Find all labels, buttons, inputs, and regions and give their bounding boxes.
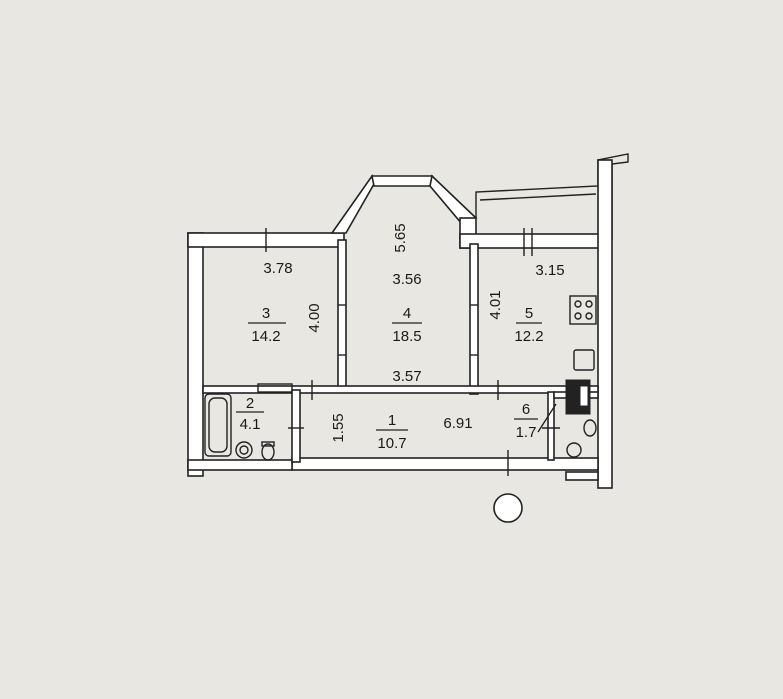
room1-area: 10.7 bbox=[377, 435, 406, 452]
stove-icon bbox=[569, 295, 597, 325]
room5-width-label: 3.15 bbox=[535, 262, 564, 279]
room2-number: 2 bbox=[246, 395, 254, 412]
room3-number: 3 bbox=[262, 305, 270, 322]
fridge-icon bbox=[565, 379, 591, 415]
room3-width-label: 3.78 bbox=[263, 260, 292, 277]
bathtub-icon bbox=[204, 393, 232, 457]
interior-walls bbox=[202, 239, 599, 463]
room3-area: 14.2 bbox=[251, 328, 280, 345]
sink-icon bbox=[235, 441, 253, 459]
room6-area: 1.7 bbox=[516, 424, 537, 441]
toilet-icon bbox=[261, 441, 275, 461]
room4-area: 18.5 bbox=[392, 328, 421, 345]
room1-number: 1 bbox=[388, 412, 396, 429]
room6-number: 6 bbox=[522, 401, 530, 418]
hall-length-label: 6.91 bbox=[443, 415, 472, 432]
room4-bay-label: 5.65 bbox=[392, 223, 409, 252]
room5-number: 5 bbox=[525, 305, 533, 322]
room4-bottom-label: 3.57 bbox=[392, 368, 421, 385]
room3-depth-label: 4.00 bbox=[306, 303, 323, 332]
room4-top-label: 3.56 bbox=[392, 271, 421, 288]
room5-area: 12.2 bbox=[514, 328, 543, 345]
kitchen-sink-icon bbox=[573, 349, 595, 371]
room2-area: 4.1 bbox=[240, 416, 261, 433]
room5-depth-label: 4.01 bbox=[487, 290, 504, 319]
room4-number: 4 bbox=[403, 305, 411, 322]
wc-sink-icon bbox=[566, 419, 597, 458]
door-window-markers bbox=[257, 228, 560, 476]
entrance-door-icon bbox=[493, 493, 523, 523]
hall-depth-label: 1.55 bbox=[330, 413, 347, 442]
